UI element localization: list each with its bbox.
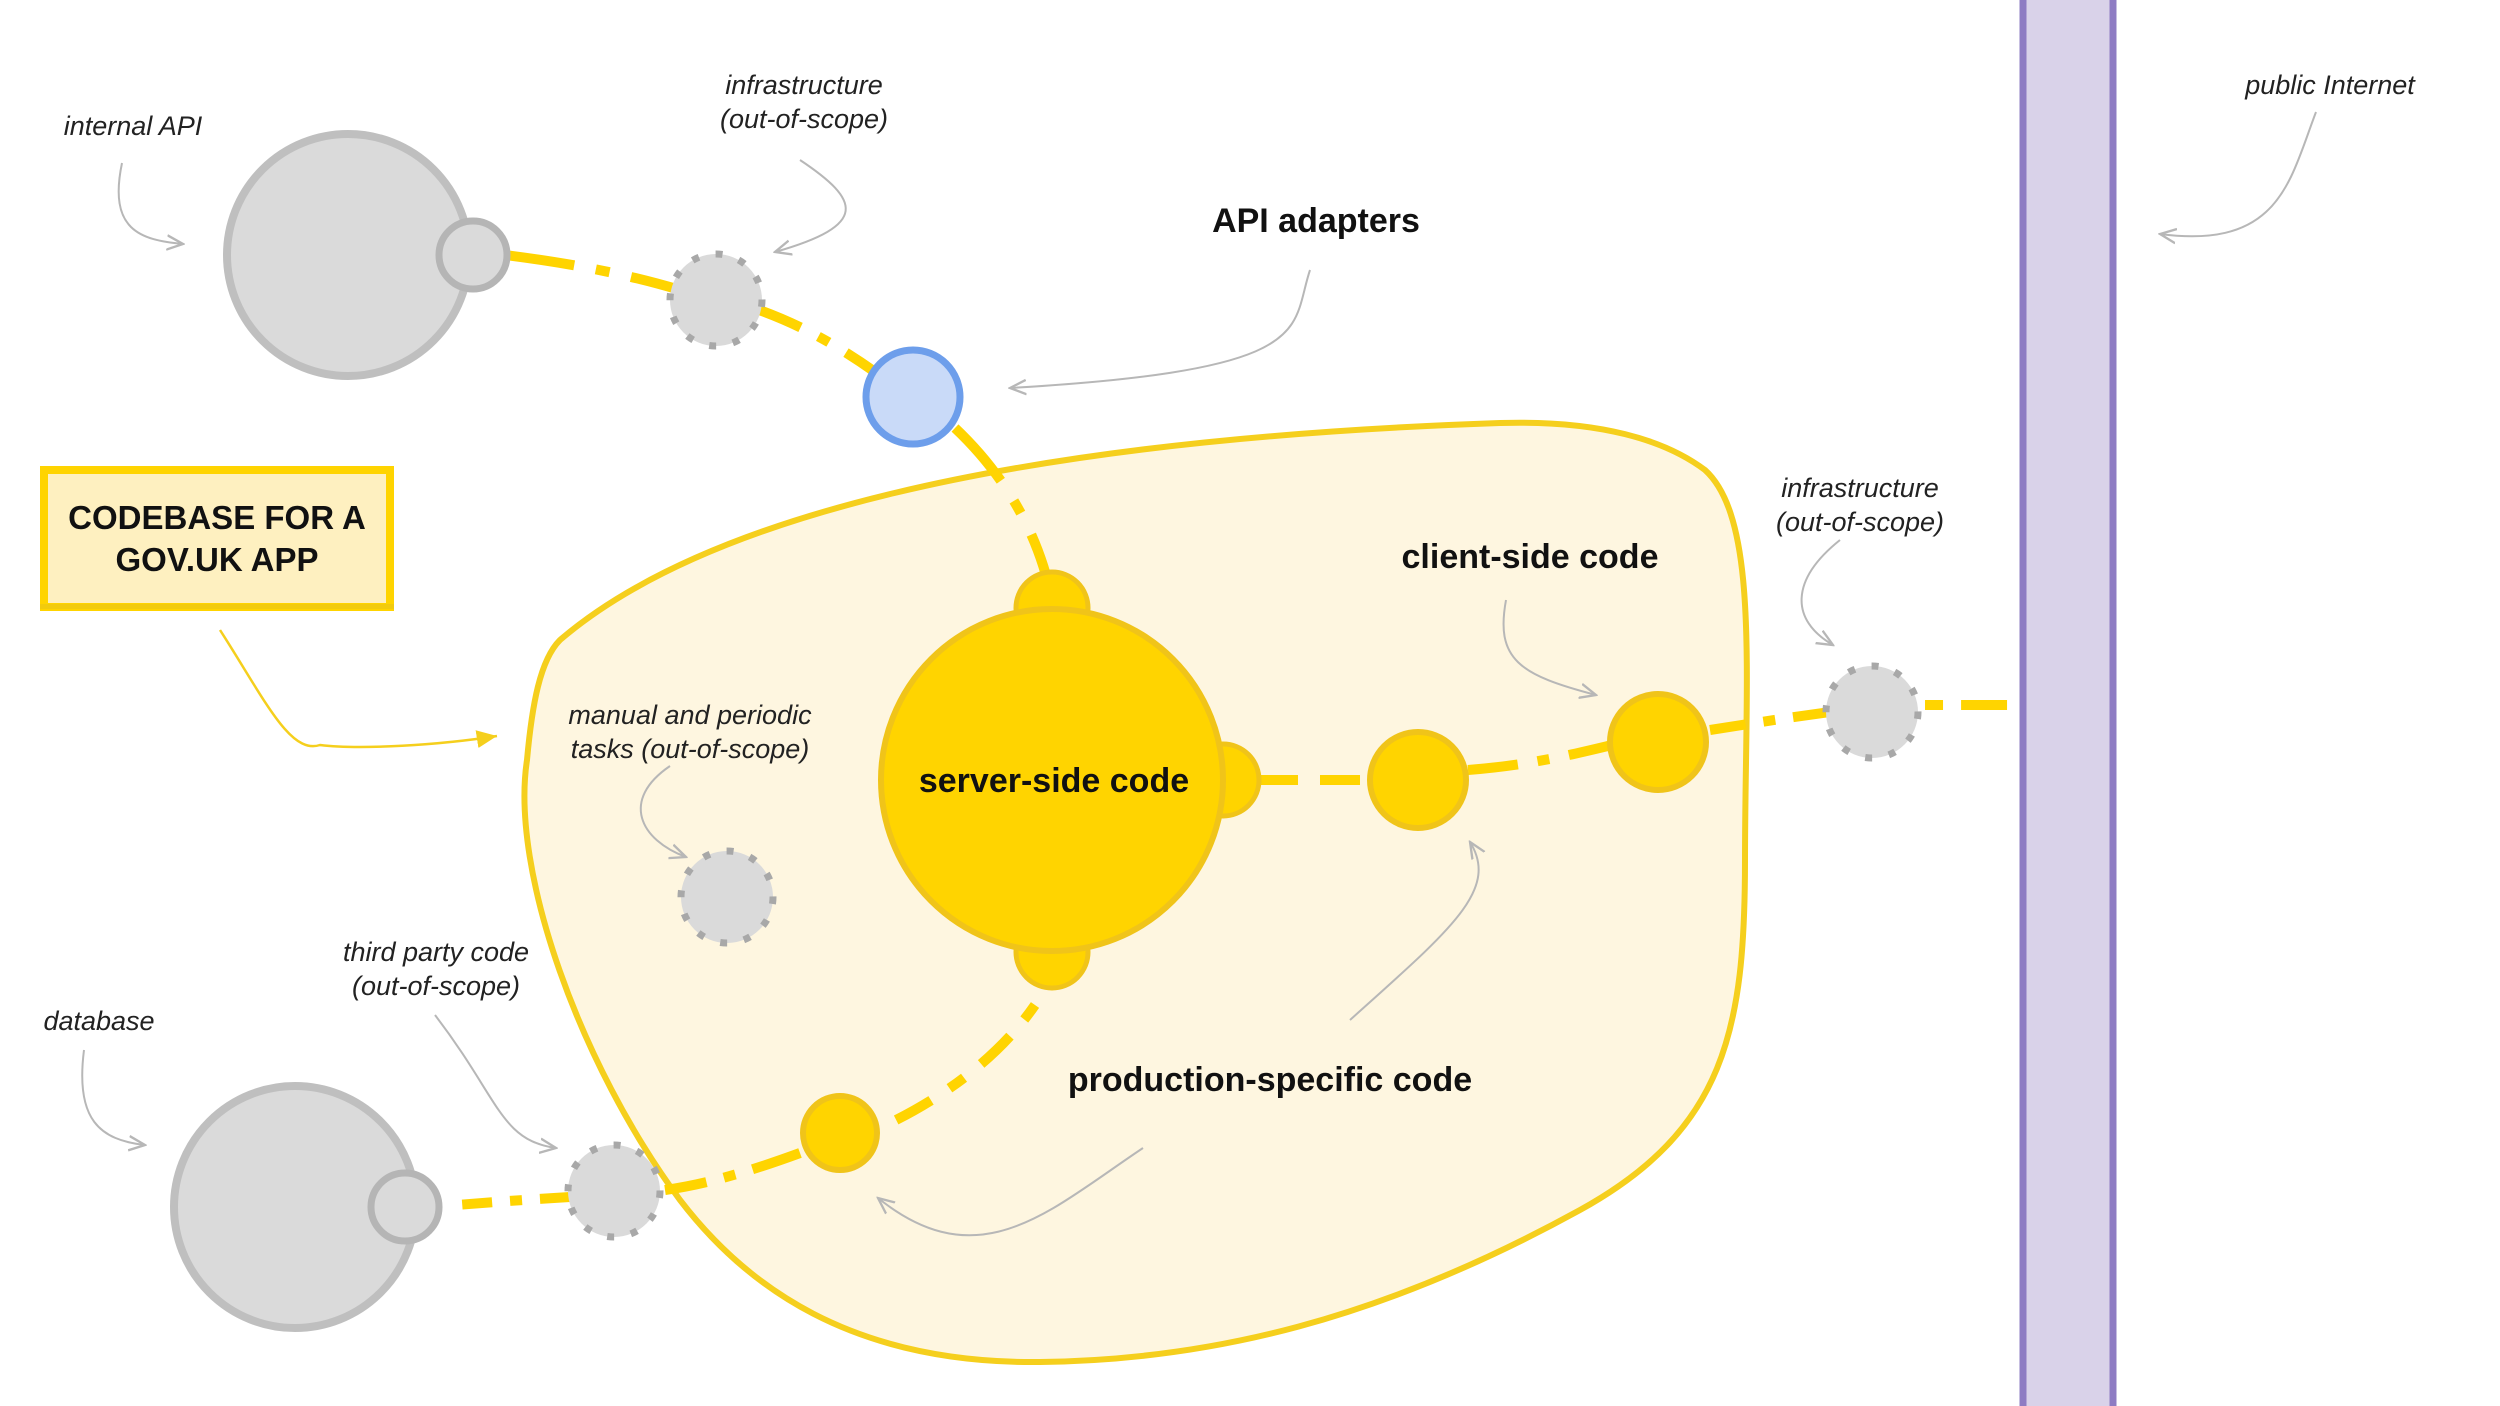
arrow-production-up — [1349, 842, 1479, 1021]
server-side-code-label: server-side code — [919, 762, 1189, 800]
internal-api-port — [435, 217, 511, 293]
arrow-infra-top — [775, 159, 847, 252]
arrow-internal-api — [117, 162, 183, 244]
link-client-infra — [1709, 707, 1831, 735]
arrow-third-party — [434, 1014, 556, 1148]
internal-api-label: internal API — [64, 111, 203, 141]
arrow-public-internet — [2160, 111, 2317, 236]
link-server-adapter-bottom — [872, 1002, 1040, 1135]
public-internet-bar — [2019, 0, 2117, 1406]
arrow-production-down — [878, 1147, 1144, 1237]
api-adapter-node — [862, 346, 964, 448]
database-port — [367, 1169, 443, 1245]
connection-lines — [444, 250, 2025, 1211]
manual-tasks-label-line2: tasks (out-of-scope) — [571, 734, 810, 764]
annotation-arrows — [81, 111, 2317, 1237]
title-box-line2: GOV.UK APP — [116, 541, 319, 578]
infra-right-label-line2: (out-of-scope) — [1776, 507, 1944, 537]
infra-top-gear-icon — [666, 250, 766, 350]
manual-tasks-label-line1: manual and periodic — [568, 700, 812, 730]
arrow-database — [81, 1049, 145, 1145]
arrow-codebase — [218, 629, 498, 749]
link-prod-third-party — [664, 1148, 802, 1195]
title-box-line1: CODEBASE FOR A — [68, 499, 366, 536]
third-party-gear-icon — [564, 1141, 664, 1241]
link-prod-client — [1467, 740, 1614, 775]
infra-top-label-line2: (out-of-scope) — [720, 104, 888, 134]
infra-right-gear-icon — [1822, 662, 1922, 762]
api-adapters-label: API adapters — [1212, 202, 1420, 240]
server-side-code-node — [878, 606, 1226, 954]
link-third-party-database — [444, 1192, 571, 1211]
manual-tasks-gear-icon — [677, 847, 777, 947]
internal-api-node — [223, 130, 511, 380]
codebase-title-box — [40, 466, 394, 611]
production-specific-code-label: production-specific code — [1068, 1061, 1472, 1099]
infra-top-label-line1: infrastructure — [725, 70, 883, 100]
arrow-client-side — [1502, 599, 1596, 695]
client-side-code-label: client-side code — [1402, 538, 1659, 576]
database-label: database — [43, 1006, 154, 1036]
production-adapter-right — [1367, 729, 1469, 831]
arrow-manual-tasks — [639, 765, 686, 857]
link-internal-api-infra — [504, 250, 682, 295]
database-node — [170, 1082, 443, 1332]
infra-right-label-line1: infrastructure — [1781, 473, 1939, 503]
production-adapter-bottom — [800, 1093, 880, 1173]
link-infra-adapter — [743, 300, 878, 377]
client-side-code-node — [1607, 691, 1709, 793]
third-party-label-line2: (out-of-scope) — [352, 971, 520, 1001]
arrow-api-adapters — [1010, 269, 1311, 388]
third-party-label-line1: third party code — [343, 937, 529, 967]
public-internet-label: public Internet — [2244, 70, 2416, 100]
arrow-infra-right — [1800, 539, 1841, 645]
